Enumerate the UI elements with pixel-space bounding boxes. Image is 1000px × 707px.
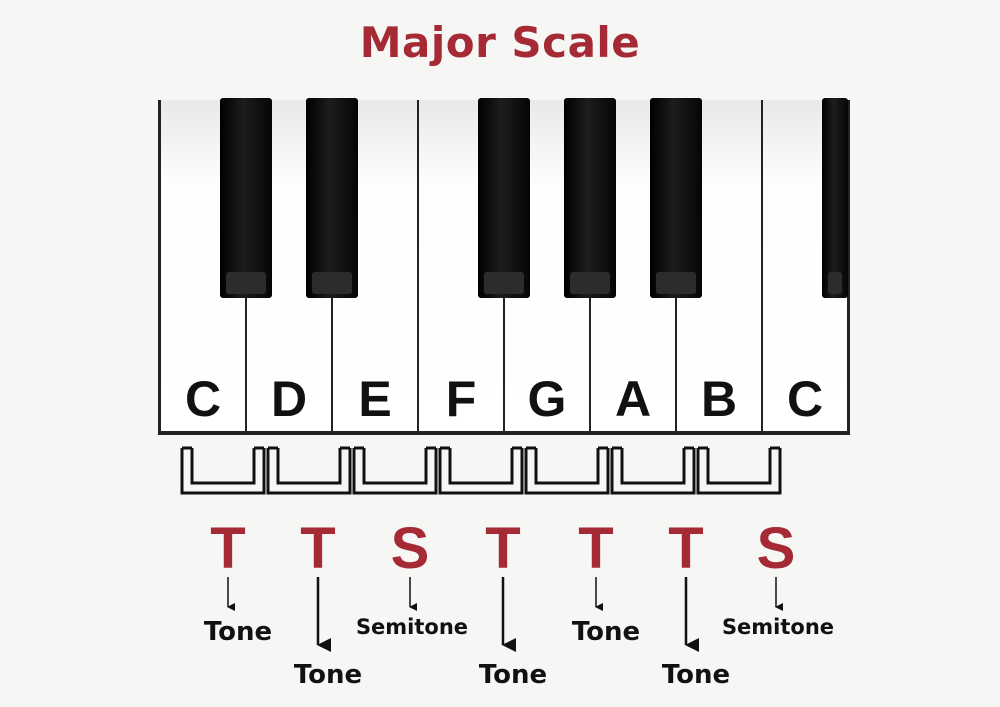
black-key-bevel: [226, 272, 266, 294]
bracket-inner: [362, 448, 428, 485]
interval-step: S Semitone: [356, 516, 468, 639]
interval-step: T Tone: [572, 516, 640, 647]
interval-bracket: [352, 446, 438, 495]
interval-bracket: [266, 446, 352, 495]
bracket-inner: [190, 448, 256, 485]
step-label: Semitone: [722, 615, 834, 639]
bracket-inner: [620, 448, 686, 485]
bracket-outer: [610, 448, 696, 495]
interval-step: S Semitone: [722, 516, 834, 639]
interval-bracket: [610, 446, 696, 495]
step-letter-t: T: [210, 516, 245, 581]
bracket-outer: [696, 448, 782, 495]
note-label-b: B: [701, 371, 737, 427]
interval-bracket: [438, 446, 524, 495]
bracket-inner: [534, 448, 600, 485]
note-label-d: D: [271, 371, 307, 427]
black-key-bevel: [312, 272, 352, 294]
bracket-inner: [448, 448, 514, 485]
step-label: Tone: [572, 617, 640, 647]
interval-brackets: [180, 446, 782, 495]
black-key: [220, 98, 272, 298]
black-key-bevel: [484, 272, 524, 294]
step-label: Tone: [662, 660, 730, 690]
black-key: [306, 98, 358, 298]
step-label: Tone: [479, 660, 547, 690]
black-key-bevel: [828, 272, 842, 294]
black-key: [650, 98, 702, 298]
step-label: Tone: [294, 660, 362, 690]
note-label-c: C: [787, 371, 823, 427]
interval-step: T Tone: [294, 516, 362, 690]
black-key-bevel: [570, 272, 610, 294]
step-letter-t: T: [578, 516, 613, 581]
bracket-outer: [352, 448, 438, 495]
step-label: Semitone: [356, 615, 468, 639]
step-letter-s: S: [757, 516, 796, 581]
bracket-outer: [438, 448, 524, 495]
interval-bracket: [524, 446, 610, 495]
bracket-outer: [266, 448, 352, 495]
interval-steps: T Tone T Tone S Semitone T Tone T Tone T Tone S Semit…: [204, 516, 834, 690]
bracket-inner: [706, 448, 772, 485]
diagram-title: Major Scale: [359, 18, 641, 67]
step-letter-t: T: [485, 516, 520, 581]
black-key: [564, 98, 616, 298]
note-label-c: C: [185, 371, 221, 427]
interval-step: T Tone: [479, 516, 547, 690]
interval-step: T Tone: [204, 516, 272, 647]
step-letter-t: T: [300, 516, 335, 581]
note-label-a: A: [615, 371, 651, 427]
bracket-outer: [180, 448, 266, 495]
step-letter-t: T: [668, 516, 703, 581]
step-label: Tone: [204, 617, 272, 647]
note-label-f: F: [446, 371, 477, 427]
note-label-g: G: [528, 371, 567, 427]
interval-bracket: [696, 446, 782, 495]
black-key: [822, 98, 848, 298]
black-key: [478, 98, 530, 298]
note-label-e: E: [358, 371, 391, 427]
black-key-bevel: [656, 272, 696, 294]
interval-step: T Tone: [662, 516, 730, 690]
bracket-outer: [524, 448, 610, 495]
step-letter-s: S: [391, 516, 430, 581]
bracket-inner: [276, 448, 342, 485]
interval-bracket: [180, 446, 266, 495]
